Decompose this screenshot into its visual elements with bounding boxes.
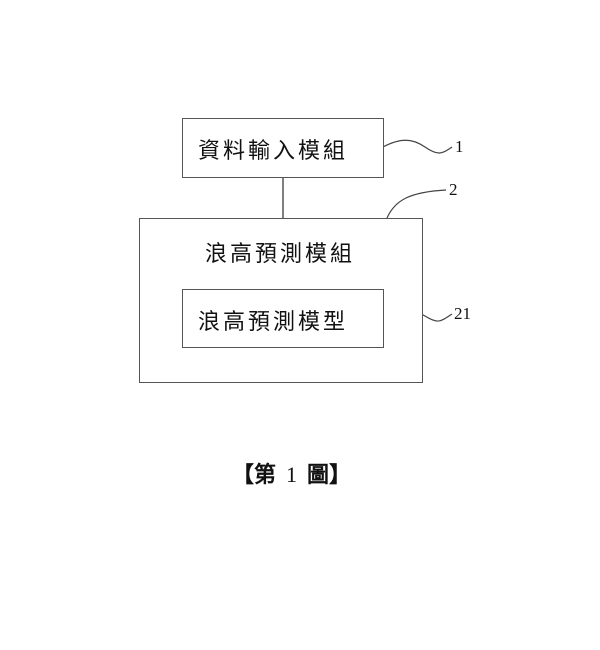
- leader-line-1: [382, 139, 453, 154]
- caption-prefix: 第: [254, 462, 277, 488]
- caption-open-bracket: 【: [232, 462, 255, 488]
- wave-prediction-model-label: 浪高預測模型: [198, 310, 349, 335]
- reference-number-1: 1: [455, 137, 464, 156]
- reference-number-2: 2: [449, 180, 458, 199]
- wave-prediction-module-label: 浪高預測模組: [205, 242, 356, 267]
- data-input-module-box: [182, 118, 384, 178]
- caption-number: 1: [286, 462, 298, 487]
- wave-prediction-model-box: [182, 289, 384, 348]
- reference-number-21: 21: [454, 304, 471, 323]
- caption-close-bracket: 】: [329, 462, 352, 488]
- data-input-module-label: 資料輸入模組: [198, 139, 349, 164]
- leader-line-2: [386, 189, 447, 219]
- caption-suffix: 圖: [307, 462, 330, 488]
